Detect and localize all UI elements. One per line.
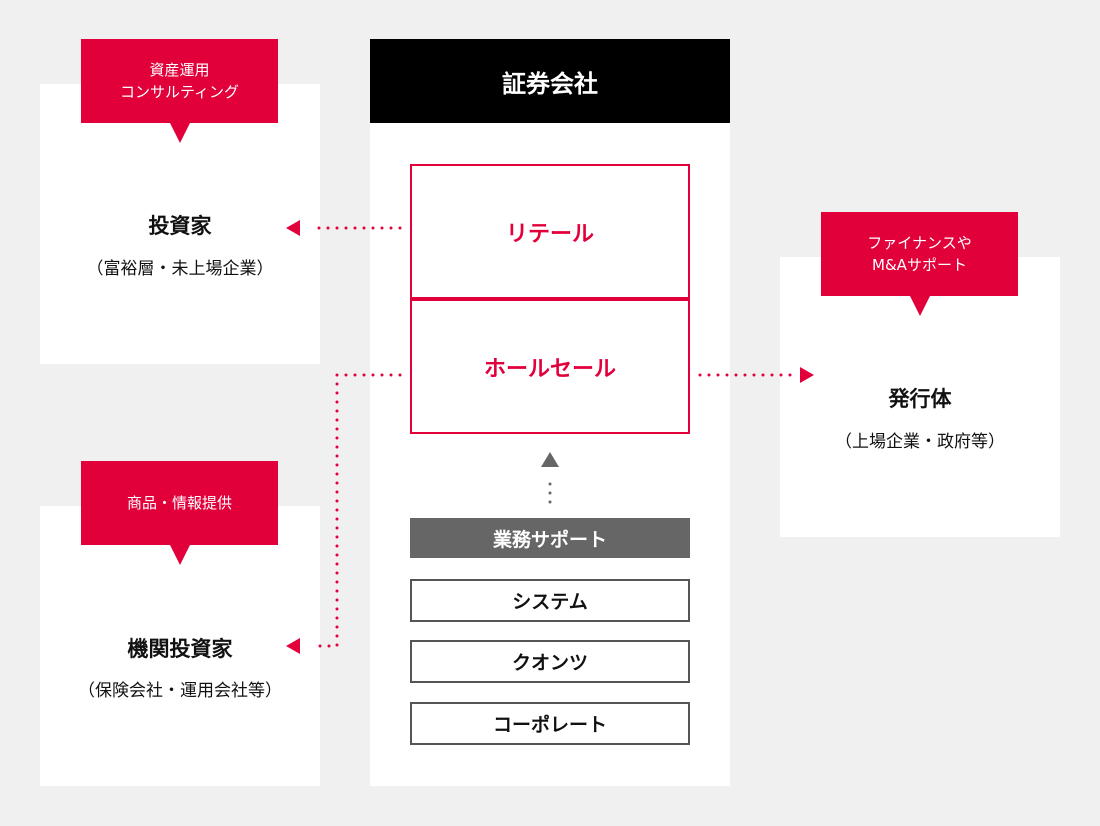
wholesale-to-institutional-line (310, 373, 402, 648)
company-header: 証券会社 (370, 39, 730, 123)
arrow-to-institutional (286, 638, 300, 654)
investor-callout: 資産運用 コンサルティング (81, 39, 278, 143)
wholesale-cell: ホールセール (410, 299, 690, 434)
issuer-title: 発行体 (888, 387, 952, 411)
issuer-subtitle: （上場企業・政府等） (835, 432, 1005, 452)
investor-callout-line-1: 資産運用 (149, 61, 210, 79)
support-item-system: システム (410, 579, 690, 622)
support-bar: 業務サポート (410, 518, 690, 558)
issuer-callout: ファイナンスや M&Aサポート (821, 212, 1018, 316)
investor-subtitle: （富裕層・未上場企業） (86, 259, 274, 279)
institutional-callout-text: 商品・情報提供 (126, 494, 232, 512)
arrow-up-to-wholesale (541, 452, 559, 467)
issuer-callout-line-2: M&Aサポート (872, 256, 967, 274)
support-item-corporate: コーポレート (410, 702, 690, 745)
institutional-callout: 商品・情報提供 (81, 461, 278, 565)
arrow-to-investor (286, 220, 300, 236)
investor-callout-line-2: コンサルティング (119, 83, 240, 101)
institutional-title: 機関投資家 (127, 637, 233, 661)
retail-cell: リテール (410, 164, 690, 299)
institutional-subtitle: （保険会社・運用会社等） (78, 681, 282, 701)
investor-title: 投資家 (148, 214, 212, 238)
issuer-callout-line-1: ファイナンスや (867, 234, 972, 252)
support-item-quants: クオンツ (410, 640, 690, 683)
arrow-to-issuer (800, 367, 814, 383)
